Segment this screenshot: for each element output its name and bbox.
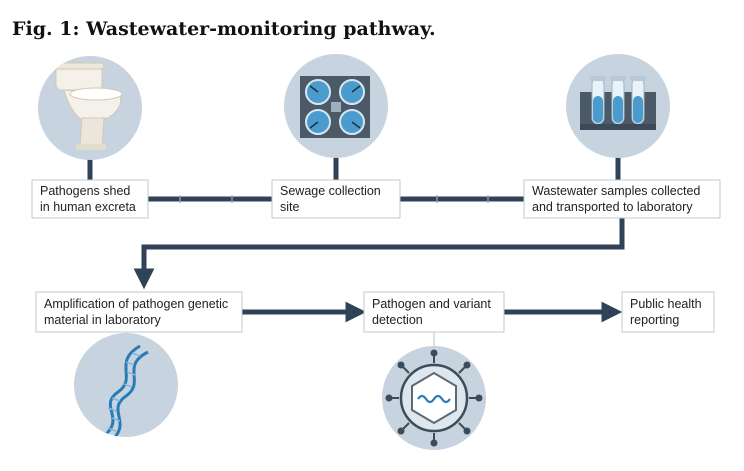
step-6-line-1: Public health	[630, 297, 702, 311]
step-5-line-1: Pathogen and variant	[372, 297, 491, 311]
figure-title: Fig. 1: Wastewater-monitoring pathway.	[12, 18, 436, 40]
toilet-icon	[53, 62, 123, 150]
step-box-5: Pathogen and variant detection	[363, 291, 505, 333]
step-4-line-2: material in laboratory	[44, 313, 161, 327]
step-box-1: Pathogens shed in human excreta	[31, 179, 149, 219]
step-3-line-2: and transported to laboratory	[532, 200, 693, 214]
sewage-tanks-icon	[300, 76, 370, 138]
toilet-illustration	[38, 56, 142, 160]
step-box-3: Wastewater samples collected and transpo…	[523, 179, 721, 219]
step-2-line-2: site	[280, 200, 300, 214]
step-6-line-2: reporting	[630, 313, 679, 327]
sewage-site-illustration	[284, 54, 388, 158]
step-2-line-1: Sewage collection	[280, 184, 381, 198]
step-1-line-2: in human excreta	[40, 200, 136, 214]
step-3-line-1: Wastewater samples collected	[532, 184, 700, 198]
step-5-line-2: detection	[372, 313, 423, 327]
step-box-6: Public health reporting	[621, 291, 715, 333]
dna-icon	[103, 344, 149, 437]
virus-illustration	[382, 346, 486, 450]
samples-illustration	[566, 54, 670, 158]
return-pipe-arrow	[133, 218, 625, 290]
dna-illustration	[74, 333, 178, 437]
step-4-line-1: Amplification of pathogen genetic	[44, 297, 228, 311]
test-tubes-icon	[580, 76, 656, 130]
pipe-network	[87, 150, 625, 323]
pipe-joints	[179, 195, 489, 203]
step-1-line-1: Pathogens shed	[40, 184, 130, 198]
step-box-4: Amplification of pathogen genetic materi…	[35, 291, 243, 333]
virus-icon	[385, 349, 483, 447]
step-box-2: Sewage collection site	[271, 179, 401, 219]
